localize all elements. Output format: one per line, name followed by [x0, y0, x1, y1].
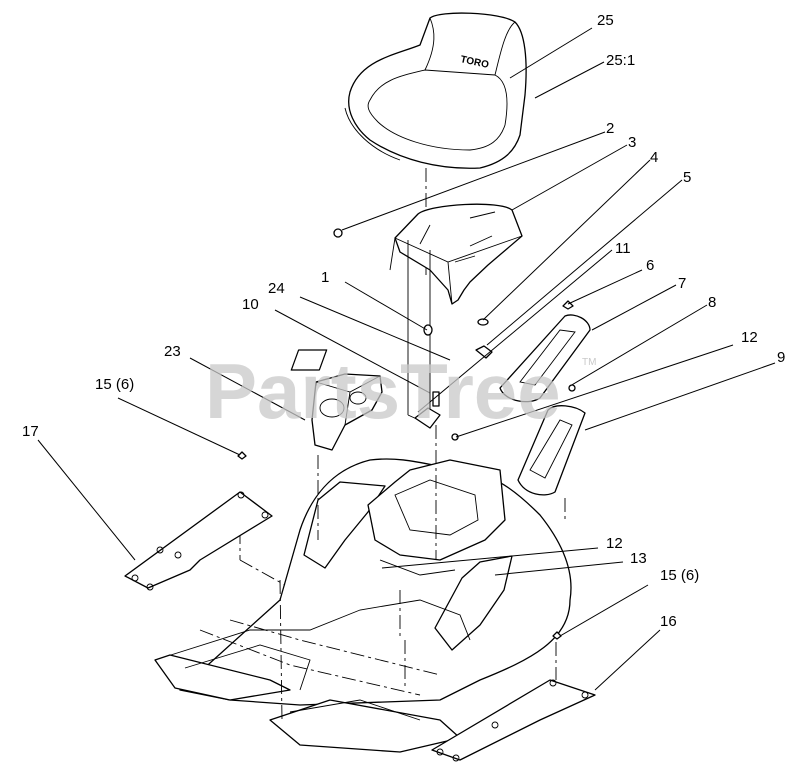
watermark: PartsTree TM [205, 347, 596, 435]
construction-lines [199, 425, 566, 721]
seat-pan [389, 203, 523, 305]
callout-1: 1 [321, 269, 329, 286]
callout-24: 24 [268, 280, 285, 297]
fender-body [154, 458, 572, 753]
callout-12-bottom: 12 [606, 535, 623, 552]
fender-pad-right [499, 314, 591, 403]
callout-15-right: 15 (6) [660, 567, 699, 584]
callout-23: 23 [164, 343, 181, 360]
seat: TORO [344, 12, 527, 169]
fender-pad-left [517, 405, 586, 496]
watermark-tm: TM [582, 357, 596, 368]
callout-12-top: 12 [741, 329, 758, 346]
callout-2: 2 [606, 120, 614, 137]
callout-labels: 25 25:1 2 3 4 5 11 6 7 8 12 9 1 24 10 23… [22, 12, 785, 630]
callout-6: 6 [646, 257, 654, 274]
callout-25: 25 [597, 12, 614, 29]
callout-10: 10 [242, 296, 259, 313]
cup-holder [311, 373, 383, 451]
watermark-text: PartsTree [205, 347, 561, 435]
callout-17: 17 [22, 423, 39, 440]
callout-3: 3 [628, 134, 636, 151]
callout-8: 8 [708, 294, 716, 311]
hardware [290, 228, 576, 441]
callout-25-1: 25:1 [606, 52, 635, 69]
callout-13: 13 [630, 550, 647, 567]
callout-15-left: 15 (6) [95, 376, 134, 393]
footrest-plate-left [124, 451, 273, 591]
callout-4: 4 [650, 149, 658, 166]
callout-16: 16 [660, 613, 677, 630]
callout-11: 11 [615, 240, 631, 257]
leader-lines [37, 27, 776, 691]
callout-5: 5 [683, 169, 691, 186]
callout-7: 7 [678, 275, 686, 292]
footrest-plate-right [431, 631, 596, 762]
callout-9: 9 [777, 349, 785, 366]
